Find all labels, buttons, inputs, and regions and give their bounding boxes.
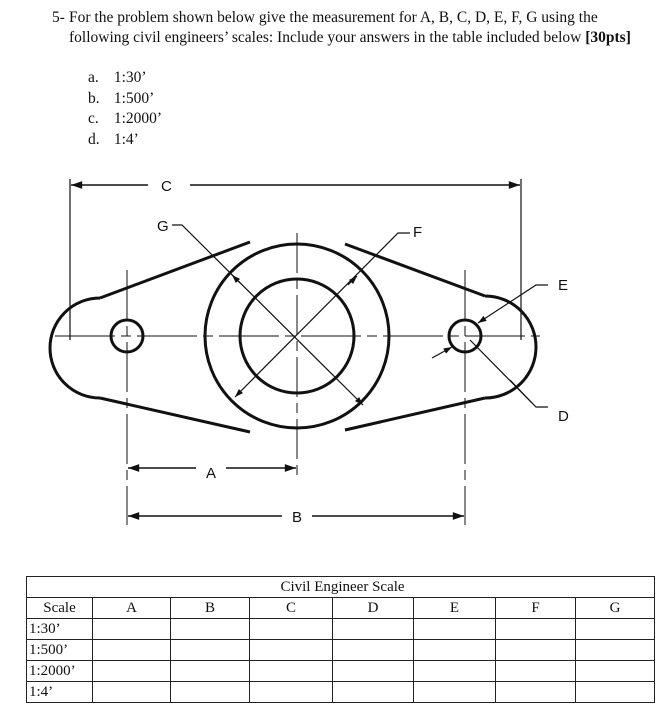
scale-item: b. 1:500’ [88, 89, 162, 110]
column-header: F [495, 597, 576, 619]
question-body: For the problem shown below give the mea… [69, 9, 598, 46]
table-row: 1:30’ [26, 618, 656, 640]
answer-cell[interactable] [92, 618, 171, 640]
leader-d [469, 339, 548, 408]
answer-cell[interactable] [170, 618, 250, 640]
question-number: 5- [52, 9, 65, 26]
table-row: 1:4’ [26, 681, 656, 703]
answer-cell[interactable] [170, 660, 250, 682]
label-d: D [558, 408, 569, 425]
answer-cell[interactable] [332, 639, 414, 661]
column-header: B [170, 597, 250, 619]
table-caption: Civil Engineer Scale [25, 576, 656, 598]
column-header: A [92, 597, 171, 619]
technical-drawing: C G F E D A B [48, 178, 569, 526]
row-scale-label: 1:500’ [26, 639, 93, 661]
scale-item-label: d. [88, 130, 100, 148]
scale-item: d. 1:4’ [88, 130, 162, 151]
answer-cell[interactable] [495, 681, 576, 703]
answer-cell[interactable] [249, 681, 333, 703]
label-e: E [558, 277, 568, 294]
column-header: D [332, 597, 414, 619]
answer-cell[interactable] [332, 618, 414, 640]
answer-cell[interactable] [574, 639, 656, 661]
leader-d-arrow [509, 379, 533, 404]
answer-cell[interactable] [92, 681, 171, 703]
scale-list: a. 1:30’ b. 1:500’ c. 1:2000’ d. 1:4’ [88, 68, 162, 150]
row-scale-label: 1:4’ [26, 681, 93, 703]
answer-table: Civil Engineer Scale Scale A B C D E F G… [25, 576, 656, 703]
leader-f [234, 232, 410, 398]
answer-cell[interactable] [413, 660, 496, 682]
answer-cell[interactable] [574, 660, 656, 682]
row-scale-label: 1:2000’ [26, 660, 93, 682]
answer-cell[interactable] [92, 639, 171, 661]
table-row: 1:500’ [26, 639, 656, 661]
scale-item-label: c. [88, 110, 99, 127]
leader-f-arrow-start [347, 275, 358, 286]
scale-item-value: 1:30’ [113, 69, 147, 86]
column-header: G [574, 597, 656, 619]
column-header: Scale [26, 597, 93, 619]
part-outline [48, 240, 538, 434]
scale-item-value: 1:4’ [113, 130, 139, 148]
label-a: A [206, 465, 216, 482]
label-b: B [292, 509, 302, 526]
answer-cell[interactable] [495, 660, 576, 682]
question-points: [30pts] [585, 29, 631, 46]
answer-cell[interactable] [413, 639, 496, 661]
scale-item: c. 1:2000’ [88, 109, 162, 130]
row-scale-label: 1:30’ [26, 618, 93, 640]
scale-item-label: b. [88, 89, 100, 107]
answer-cell[interactable] [413, 618, 496, 640]
leader-g-arrow-start [231, 274, 241, 284]
answer-cell[interactable] [170, 681, 250, 703]
leader-e [477, 284, 548, 324]
answer-cell[interactable] [495, 618, 576, 640]
table-caption-row: Civil Engineer Scale [25, 576, 656, 598]
answer-cell[interactable] [574, 618, 656, 640]
column-header: E [413, 597, 496, 619]
column-header: C [249, 597, 333, 619]
answer-cell[interactable] [574, 681, 656, 703]
question-text: For the problem shown below give the mea… [69, 8, 652, 48]
answer-cell[interactable] [170, 639, 250, 661]
answer-cell[interactable] [332, 681, 414, 703]
answer-cell[interactable] [249, 660, 333, 682]
table-caption-text: Civil Engineer Scale [280, 578, 405, 595]
label-c: C [161, 178, 172, 195]
scale-item-value: 1:500’ [113, 89, 155, 107]
leader-g [172, 224, 364, 406]
answer-cell[interactable] [92, 660, 171, 682]
table-header-row: Scale A B C D E F G [26, 597, 656, 619]
scale-item-value: 1:2000’ [113, 110, 163, 127]
question-block: 5- For the problem shown below give the … [52, 8, 652, 48]
scale-item: a. 1:30’ [88, 68, 162, 89]
scale-item-label: a. [88, 69, 99, 86]
answer-cell[interactable] [332, 660, 414, 682]
answer-cell[interactable] [495, 639, 576, 661]
answer-cell[interactable] [249, 639, 333, 661]
answer-cell[interactable] [413, 681, 496, 703]
label-g: G [157, 218, 169, 235]
leader-e-tail [431, 346, 453, 359]
table-row: 1:2000’ [26, 660, 656, 682]
answer-cell[interactable] [249, 618, 333, 640]
label-f: F [413, 224, 422, 241]
